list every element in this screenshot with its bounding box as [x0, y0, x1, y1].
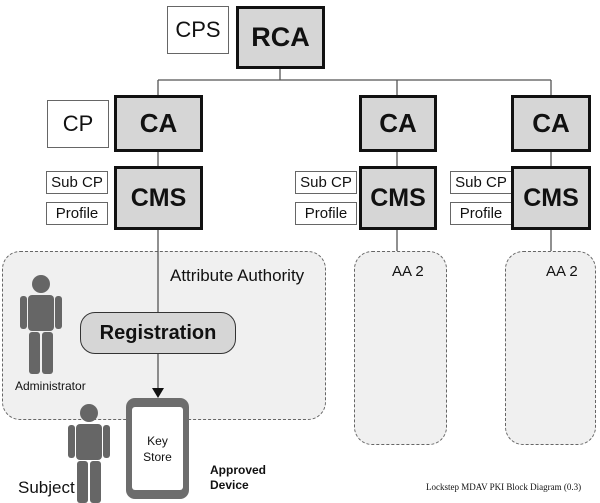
- administrator-icon: [20, 275, 62, 374]
- cp-box: CP: [47, 100, 109, 148]
- approved-device-line1: Approved: [210, 463, 267, 477]
- sub-cp-box-3: Sub CP: [450, 171, 512, 194]
- approved-device-label: Approved Device: [210, 463, 266, 493]
- key-store-label-line1: Key: [147, 433, 168, 448]
- sub-cp-label-1: Sub CP: [51, 174, 103, 191]
- registration-label: Registration: [99, 321, 217, 344]
- rca-box: RCA: [236, 6, 325, 69]
- attribute-authority-label: Attribute Authority: [170, 266, 305, 285]
- ca-box-1: CA: [114, 95, 203, 152]
- cms-label-2: CMS: [370, 183, 426, 212]
- key-store-label-line2: Store: [143, 449, 172, 464]
- sub-cp-label-2: Sub CP: [300, 174, 352, 191]
- sub-cp-box-1: Sub CP: [46, 171, 108, 194]
- key-store-screen: Key Store: [132, 407, 183, 490]
- ca-box-2: CA: [359, 95, 437, 152]
- cps-label: CPS: [175, 17, 221, 42]
- sub-cp-label-3: Sub CP: [455, 174, 507, 191]
- administrator-label: Administrator: [15, 379, 86, 393]
- aa2-area-middle: [354, 251, 447, 445]
- diagram-caption: Lockstep MDAV PKI Block Diagram (0.3): [426, 482, 582, 492]
- ca-label-2: CA: [379, 108, 417, 138]
- ca-box-3: CA: [511, 95, 591, 152]
- cms-label-1: CMS: [130, 183, 187, 212]
- ca-label-3: CA: [532, 108, 570, 138]
- subject-label: Subject: [18, 478, 75, 497]
- cps-box: CPS: [167, 6, 229, 54]
- rca-label: RCA: [251, 22, 310, 52]
- profile-box-1: Profile: [46, 202, 108, 225]
- ca-label-1: CA: [139, 108, 178, 138]
- profile-box-2: Profile: [295, 202, 357, 225]
- key-store-device: Key Store: [126, 398, 189, 499]
- approved-device-line2: Device: [210, 478, 249, 492]
- cms-box-2: CMS: [359, 166, 437, 230]
- cms-box-1: CMS: [114, 166, 203, 230]
- profile-box-3: Profile: [450, 202, 512, 225]
- sub-cp-box-2: Sub CP: [295, 171, 357, 194]
- cms-box-3: CMS: [511, 166, 591, 230]
- subject-icon: [68, 404, 110, 503]
- cms-label-3: CMS: [523, 183, 579, 212]
- profile-label-1: Profile: [55, 205, 99, 222]
- aa2-area-right: [505, 251, 596, 445]
- profile-label-3: Profile: [459, 205, 503, 222]
- profile-label-2: Profile: [304, 205, 348, 222]
- cp-label: CP: [62, 111, 94, 136]
- aa2-label-middle: AA 2: [392, 263, 424, 280]
- aa2-label-right: AA 2: [546, 263, 578, 280]
- registration-box: Registration: [80, 312, 236, 354]
